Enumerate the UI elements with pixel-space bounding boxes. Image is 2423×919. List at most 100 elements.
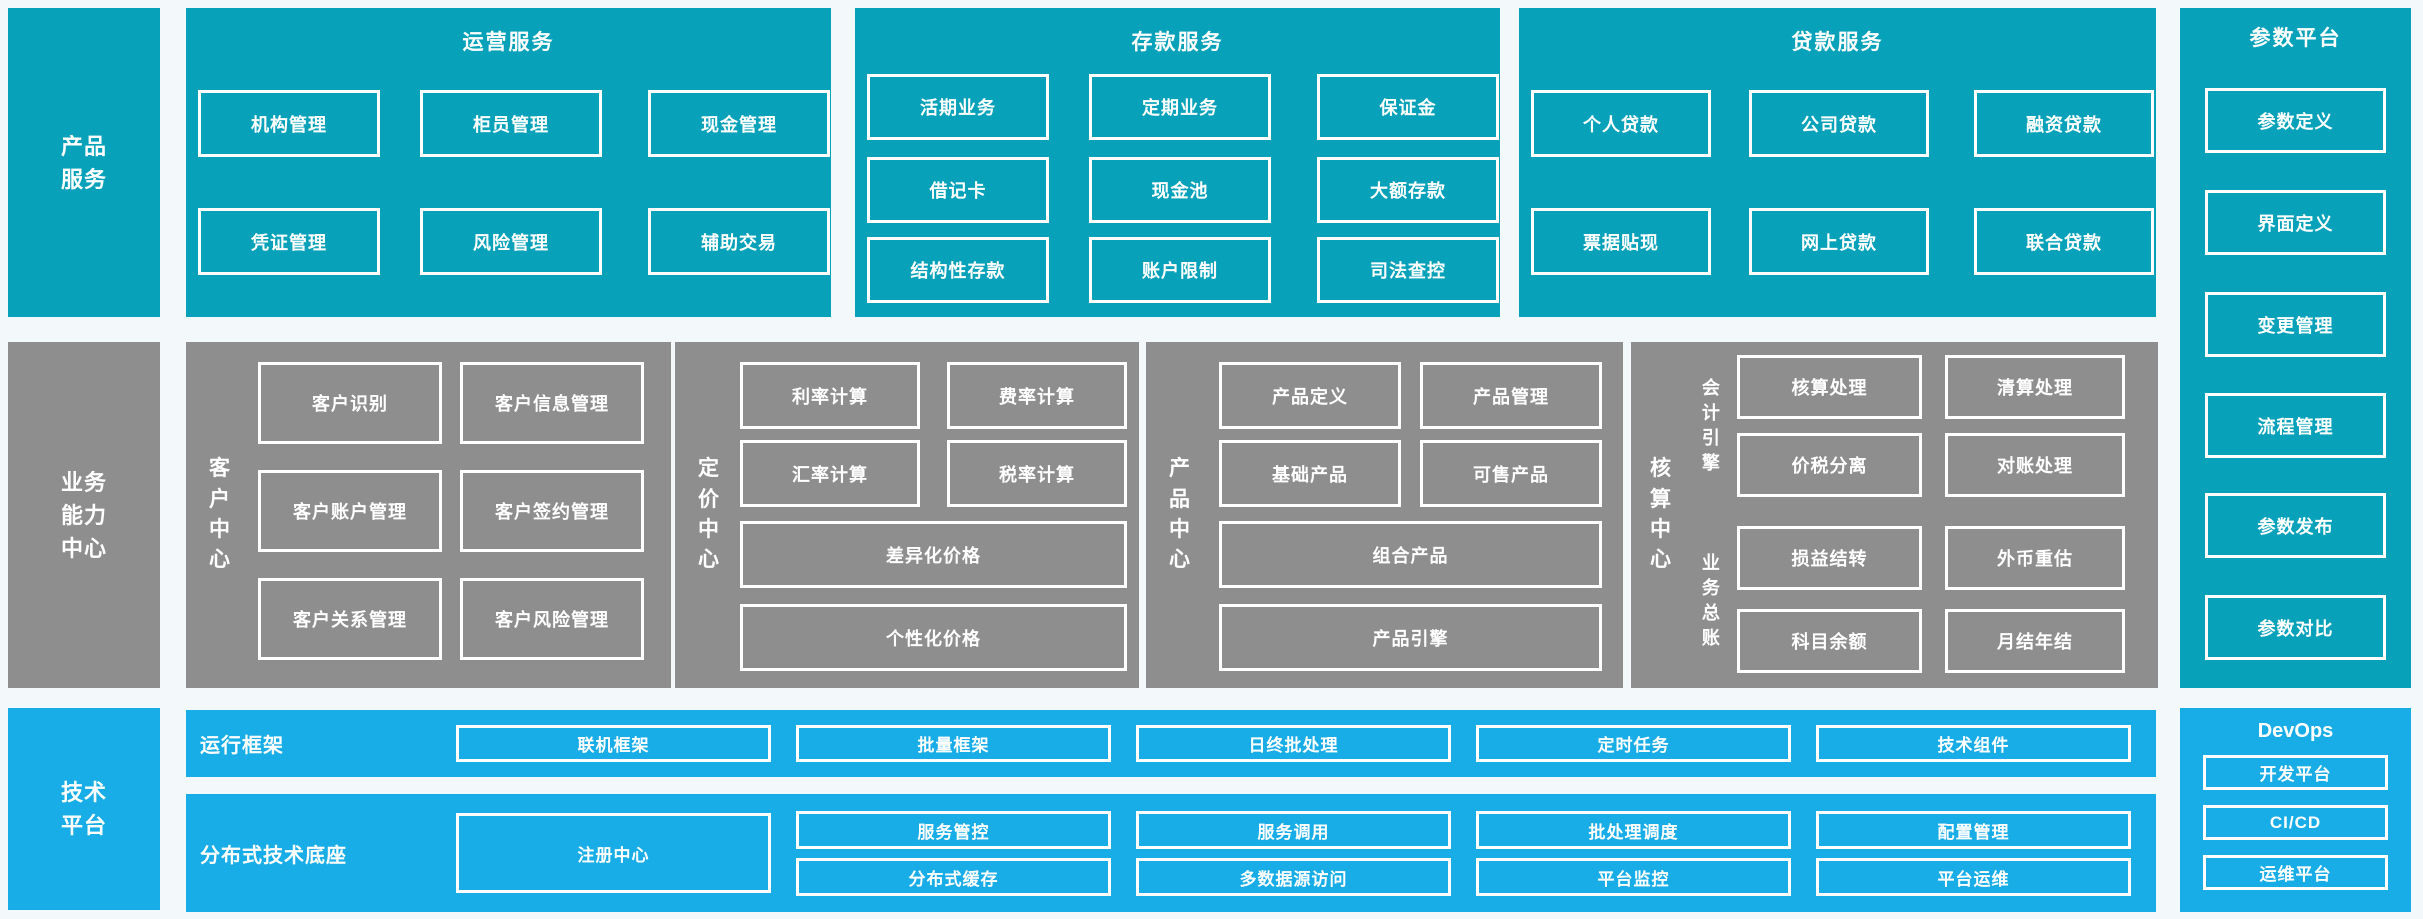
module-box: 变更管理 (2205, 292, 2386, 357)
module-box: 现金池 (1089, 157, 1271, 223)
accounting-group-ledger-label: 业务总账 (1701, 552, 1720, 649)
section-loan-title: 贷款服务 (1791, 31, 1884, 54)
module-box: 联合贷款 (1974, 208, 2154, 275)
module-box: 平台运维 (1816, 858, 2131, 896)
module-box: 服务调用 (1136, 811, 1451, 849)
module-box: 界面定义 (2205, 190, 2386, 255)
section-operations-title: 运营服务 (462, 31, 555, 54)
section-deposit-title: 存款服务 (1131, 31, 1224, 54)
section-product-center-label: 产品中心 (1169, 457, 1191, 572)
module-box: 网上贷款 (1749, 208, 1929, 275)
module-box: 注册中心 (456, 813, 771, 893)
module-box: 个人贷款 (1531, 90, 1711, 157)
section-runtime-framework: 运行框架 联机框架 批量框架 日终批处理 定时任务 技术组件 (186, 710, 2156, 777)
module-box: 现金管理 (648, 90, 830, 157)
module-box: 保证金 (1317, 74, 1499, 140)
module-box: 客户识别 (258, 362, 442, 444)
module-box: 差异化价格 (740, 521, 1127, 588)
module-box: 批量框架 (796, 725, 1111, 762)
module-box: 利率计算 (740, 362, 920, 429)
module-box: 对账处理 (1945, 433, 2125, 497)
module-box: 产品引擎 (1219, 604, 1602, 671)
module-box: CI/CD (2203, 805, 2388, 840)
module-box: 服务管控 (796, 811, 1111, 849)
module-box: 融资贷款 (1974, 90, 2154, 157)
module-box: 结构性存款 (867, 237, 1049, 303)
module-box: 汇率计算 (740, 440, 920, 507)
module-box: 参数对比 (2205, 595, 2386, 660)
module-box: 税率计算 (947, 440, 1127, 507)
module-box: 定期业务 (1089, 74, 1271, 140)
runtime-framework-label: 运行框架 (200, 735, 284, 757)
module-box: 客户风险管理 (460, 578, 644, 660)
accounting-group-engine-label: 会计引擎 (1701, 377, 1720, 474)
module-box: 联机框架 (456, 725, 771, 762)
module-box: 票据贴现 (1531, 208, 1711, 275)
section-accounting-label: 核算中心 (1650, 457, 1672, 572)
module-box: 核算处理 (1737, 355, 1922, 419)
module-box: 平台监控 (1476, 858, 1791, 896)
module-box: 公司贷款 (1749, 90, 1929, 157)
module-box: 客户账户管理 (258, 470, 442, 552)
module-box: 流程管理 (2205, 393, 2386, 458)
section-devops: DevOps 开发平台 CI/CD 运维平台 (2180, 708, 2411, 912)
module-box: 产品定义 (1219, 362, 1401, 429)
section-customer-center: 客户中心 客户识别 客户信息管理 客户账户管理 客户签约管理 客户关系管理 客户… (186, 342, 671, 688)
module-box: 清算处理 (1945, 355, 2125, 419)
module-box: 司法查控 (1317, 237, 1499, 303)
module-box: 外币重估 (1945, 526, 2125, 590)
module-box: 批处理调度 (1476, 811, 1791, 849)
module-box: 价税分离 (1737, 433, 1922, 497)
module-box: 参数定义 (2205, 88, 2386, 153)
rail-tech-platform-label: 技术平台 (60, 780, 107, 838)
module-box: 客户信息管理 (460, 362, 644, 444)
module-box: 科目余额 (1737, 609, 1922, 673)
rail-tech-platform: 技术平台 (8, 708, 160, 910)
section-distributed-base: 分布式技术底座 注册中心 服务管控 服务调用 批处理调度 配置管理 分布式缓存 … (186, 794, 2156, 912)
rail-business-capability-label: 业务能力中心 (60, 469, 107, 561)
section-parameter-title: 参数平台 (2249, 27, 2342, 50)
module-box: 月结年结 (1945, 609, 2125, 673)
distributed-base-label: 分布式技术底座 (200, 844, 347, 867)
rail-product-services-label: 产品服务 (60, 133, 107, 192)
module-box: 日终批处理 (1136, 725, 1451, 762)
module-box: 辅助交易 (648, 208, 830, 275)
section-accounting-center: 核算中心 会计引擎 业务总账 核算处理 清算处理 价税分离 对账处理 损益结转 … (1631, 342, 2158, 688)
module-box: 定时任务 (1476, 725, 1791, 762)
module-box: 运维平台 (2203, 855, 2388, 890)
module-box: 柜员管理 (420, 90, 602, 157)
module-box: 组合产品 (1219, 521, 1602, 588)
module-box: 参数发布 (2205, 493, 2386, 558)
section-parameter-platform: 参数平台 参数定义 界面定义 变更管理 流程管理 参数发布 参数对比 (2180, 8, 2411, 688)
module-box: 配置管理 (1816, 811, 2131, 849)
module-box: 基础产品 (1219, 440, 1401, 507)
module-box: 分布式缓存 (796, 858, 1111, 896)
module-box: 机构管理 (198, 90, 380, 157)
section-pricing-center: 定价中心 利率计算 费率计算 汇率计算 税率计算 差异化价格 个性化价格 (675, 342, 1139, 688)
module-box: 大额存款 (1317, 157, 1499, 223)
section-loan: 贷款服务 个人贷款 公司贷款 融资贷款 票据贴现 网上贷款 联合贷款 (1519, 8, 2156, 317)
module-box: 账户限制 (1089, 237, 1271, 303)
section-pricing-label: 定价中心 (698, 457, 720, 572)
section-devops-title: DevOps (2257, 720, 2334, 742)
module-box: 凭证管理 (198, 208, 380, 275)
module-box: 技术组件 (1816, 725, 2131, 762)
module-box: 客户关系管理 (258, 578, 442, 660)
module-box: 开发平台 (2203, 755, 2388, 790)
rail-product-services: 产品服务 (8, 8, 160, 317)
rail-business-capability: 业务能力中心 (8, 342, 160, 688)
section-product-center: 产品中心 产品定义 产品管理 基础产品 可售产品 组合产品 产品引擎 (1146, 342, 1623, 688)
section-customer-label: 客户中心 (209, 457, 231, 572)
module-box: 借记卡 (867, 157, 1049, 223)
module-box: 客户签约管理 (460, 470, 644, 552)
module-box: 个性化价格 (740, 604, 1127, 671)
module-box: 费率计算 (947, 362, 1127, 429)
section-deposit: 存款服务 活期业务 定期业务 保证金 借记卡 现金池 大额存款 结构性存款 账户… (855, 8, 1500, 317)
module-box: 风险管理 (420, 208, 602, 275)
section-operations: 运营服务 机构管理 柜员管理 现金管理 凭证管理 风险管理 辅助交易 (186, 8, 831, 317)
module-box: 可售产品 (1420, 440, 1602, 507)
module-box: 产品管理 (1420, 362, 1602, 429)
module-box: 损益结转 (1737, 526, 1922, 590)
module-box: 多数据源访问 (1136, 858, 1451, 896)
module-box: 活期业务 (867, 74, 1049, 140)
